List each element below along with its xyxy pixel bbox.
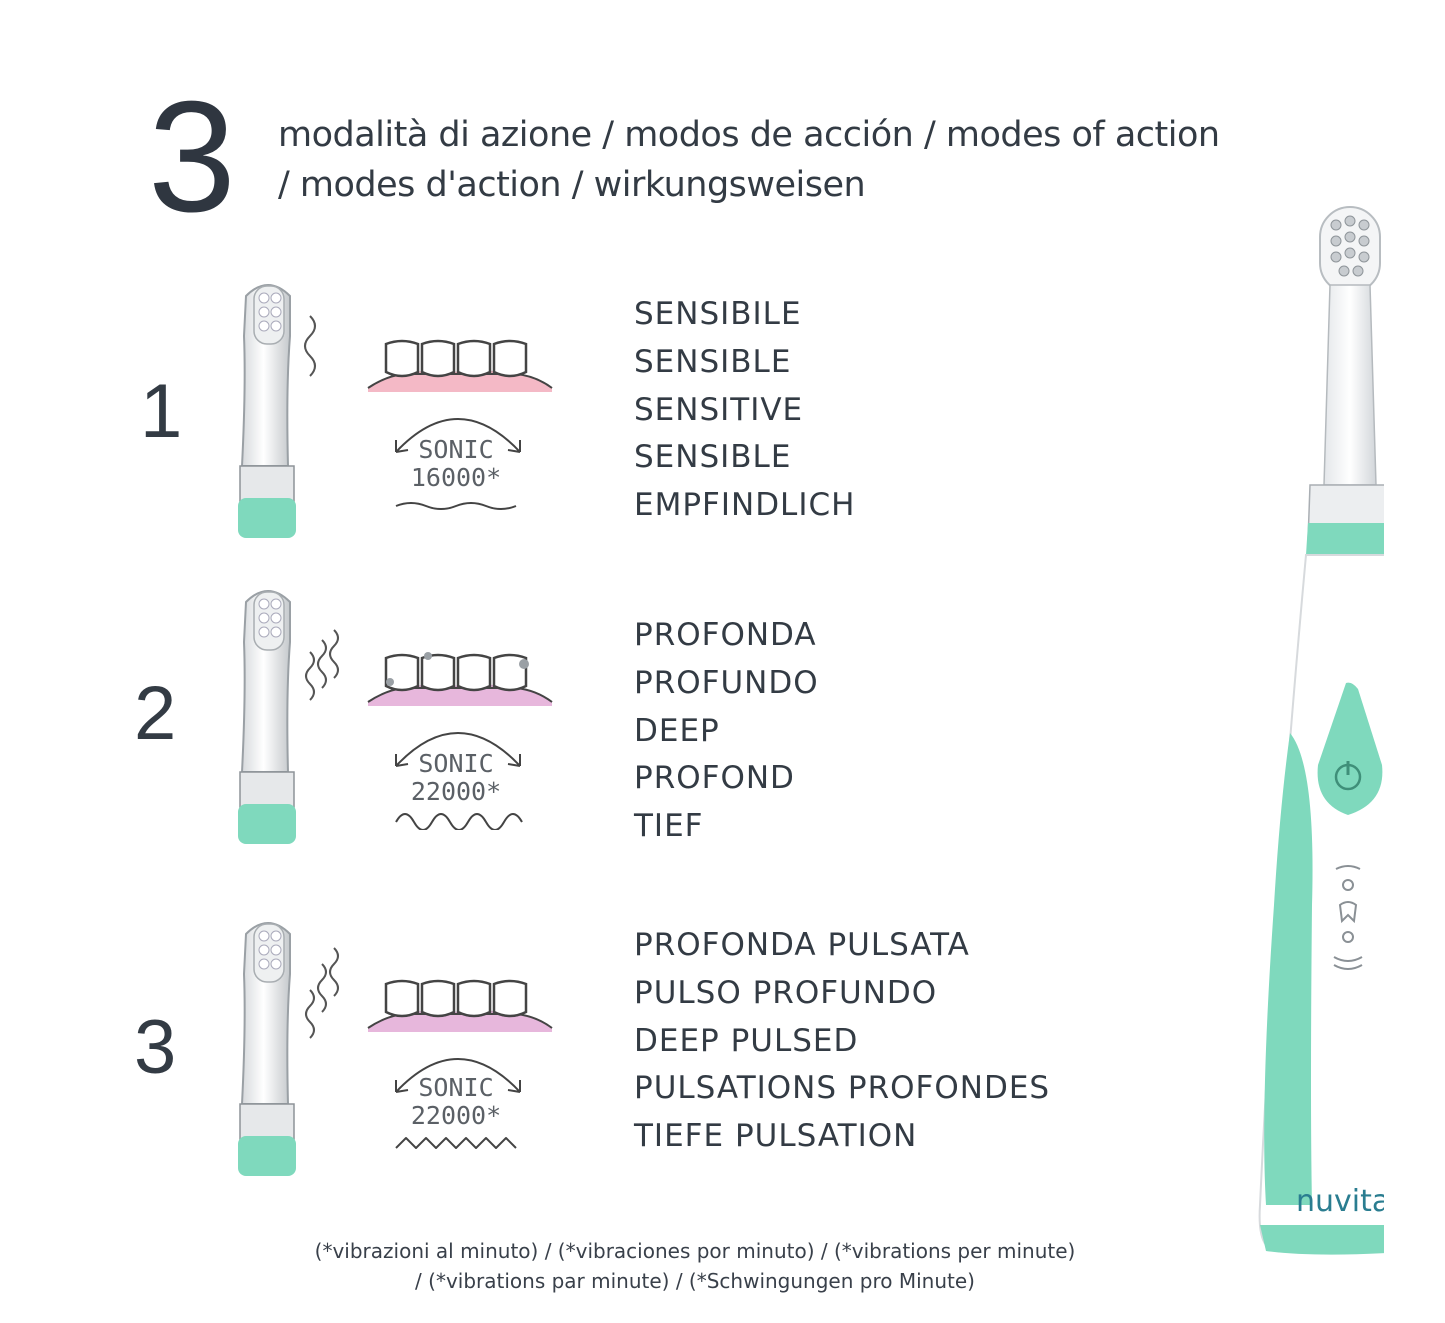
- sonic-value: 16000*: [411, 463, 501, 492]
- brush-head-icon: [238, 284, 316, 538]
- mode-name: SENSIBLE: [634, 439, 792, 476]
- mode-name: SENSITIVE: [634, 391, 804, 428]
- brush-head-icon: [238, 922, 339, 1176]
- mode-number-1: 1: [140, 369, 183, 454]
- footnote: (*vibrazioni al minuto) / (*vibraciones …: [200, 1236, 1190, 1296]
- footnote-line-1: (*vibrazioni al minuto) / (*vibraciones …: [314, 1239, 1076, 1263]
- mode-number-2: 2: [134, 671, 177, 756]
- mode-name: PROFONDA PULSATA: [634, 927, 970, 963]
- teeth-icon: SONIC 22000*: [367, 652, 553, 830]
- title-line-2: / modes d'action / wirkungsweisen: [278, 165, 866, 205]
- mode-indicator-icon: [1333, 865, 1363, 970]
- mode-number-3: 3: [134, 1005, 177, 1090]
- page-title: modalità di azione / modos de acción / m…: [278, 110, 1358, 210]
- sonic-value: 22000*: [411, 1101, 501, 1130]
- mode-name: SENSIBLE: [634, 343, 792, 380]
- mode-name: PROFONDA: [634, 617, 817, 653]
- mode-name: DEEP PULSED: [634, 1022, 859, 1059]
- mode-name: EMPFINDLICH: [634, 487, 856, 524]
- brand-logo: nuvita: [1296, 1184, 1386, 1219]
- footnote-line-2: / (*vibrations par minute) / (*Schwingun…: [415, 1269, 975, 1293]
- brush-head-icon: [238, 590, 339, 844]
- teeth-icon: SONIC 16000*: [367, 339, 553, 510]
- title-line-1: modalità di azione / modos de acción / m…: [278, 115, 1220, 155]
- sonic-value: 22000*: [411, 777, 501, 806]
- mode-name: PROFOND: [634, 760, 795, 797]
- mode-count: 3: [148, 69, 236, 245]
- mode-name: PULSATIONS PROFONDES: [634, 1070, 1051, 1107]
- mode-name: TIEF: [634, 808, 704, 845]
- mode-name: PULSO PROFUNDO: [634, 974, 938, 1011]
- mode-name: DEEP: [634, 712, 720, 749]
- mode-name: SENSIBILE: [634, 296, 802, 332]
- power-icon: [1334, 761, 1362, 791]
- mode-2-names: PROFONDA PROFUNDO DEEP PROFOND TIEF: [634, 612, 819, 851]
- mode-3-names: PROFONDA PULSATA PULSO PROFUNDO DEEP PUL…: [634, 922, 1050, 1161]
- mode-1-names: SENSIBILE SENSIBLE SENSITIVE SENSIBLE EM…: [634, 291, 855, 530]
- sonic-label: SONIC: [418, 749, 493, 778]
- mode-name: PROFUNDO: [634, 664, 819, 701]
- sonic-label: SONIC: [418, 435, 493, 464]
- mode-name: TIEFE PULSATION: [634, 1118, 918, 1155]
- toothbrush-illustration: nuvita: [1258, 206, 1386, 1255]
- sonic-label: SONIC: [418, 1073, 493, 1102]
- teeth-icon: SONIC 22000*: [367, 979, 553, 1149]
